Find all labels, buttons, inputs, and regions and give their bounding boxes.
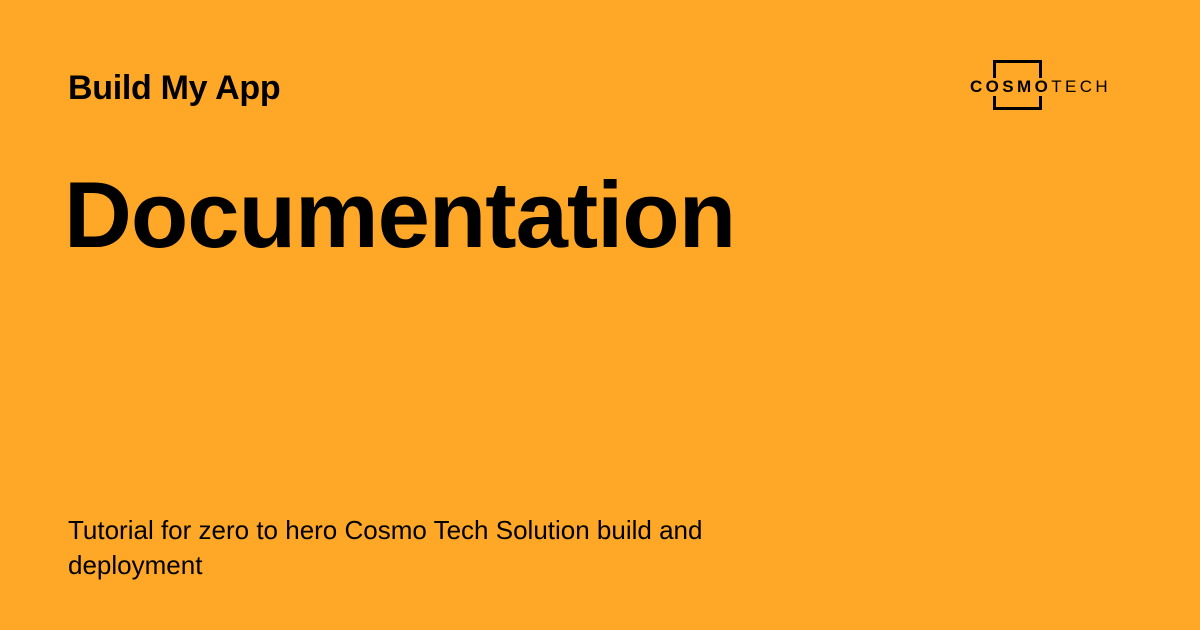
logo-text-tech: TECH (1051, 77, 1112, 96)
logo-text-cosmo: COSMO (970, 77, 1052, 96)
site-name: Build My App (68, 69, 281, 107)
logo-text: COSMOTECH (970, 77, 1111, 97)
cosmotech-logo: COSMOTECH (970, 58, 1120, 116)
page-title: Documentation (64, 162, 736, 267)
page-description: Tutorial for zero to hero Cosmo Tech Sol… (68, 515, 703, 580)
logo-frame-gap (970, 78, 1120, 96)
